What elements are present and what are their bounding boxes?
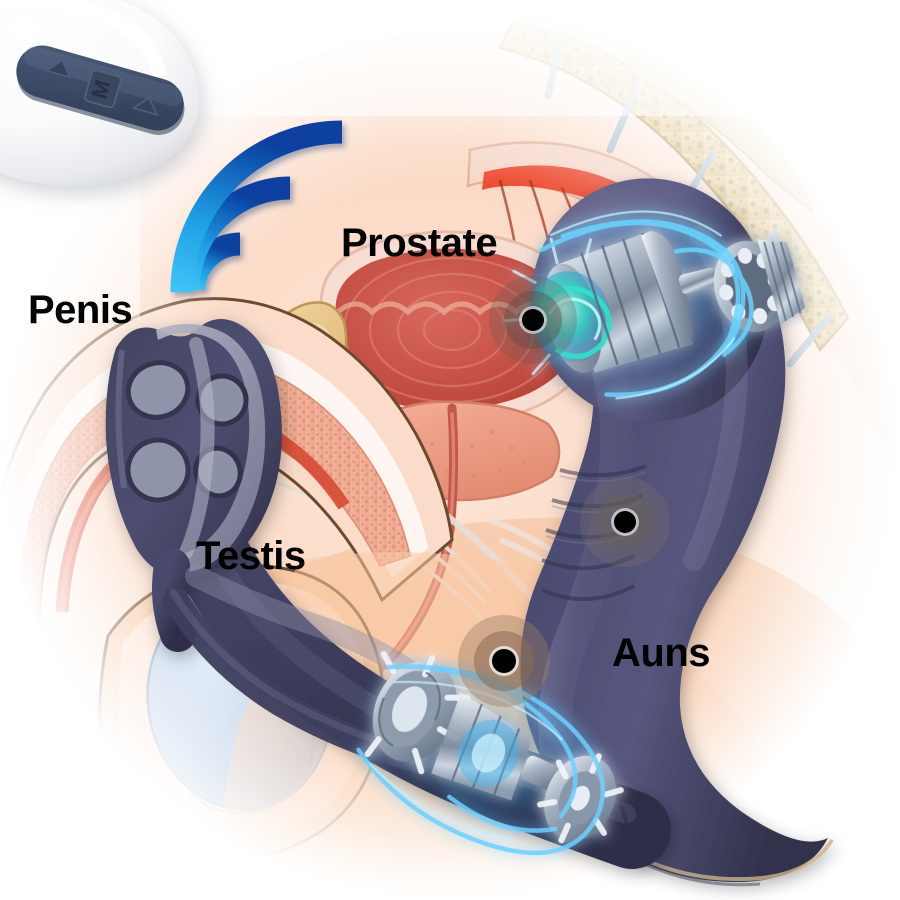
remote-up-button[interactable] bbox=[44, 57, 74, 79]
label-testis: Testis bbox=[196, 534, 306, 578]
remote-down-button[interactable] bbox=[131, 95, 161, 116]
label-auns: Auns bbox=[612, 631, 711, 675]
marker-prostate bbox=[489, 276, 577, 364]
remote-button-strip: M bbox=[16, 45, 185, 135]
marker-anus bbox=[458, 615, 550, 707]
cock-ring bbox=[105, 319, 282, 652]
perineum-motor bbox=[350, 650, 624, 856]
remote-mode-button[interactable]: M bbox=[84, 69, 122, 109]
marker-perineum bbox=[580, 477, 670, 567]
label-prostate: Prostate bbox=[341, 221, 498, 265]
prostate-motor bbox=[501, 195, 806, 401]
label-penis: Penis bbox=[28, 288, 133, 332]
wireless-signal-icon bbox=[170, 120, 343, 293]
